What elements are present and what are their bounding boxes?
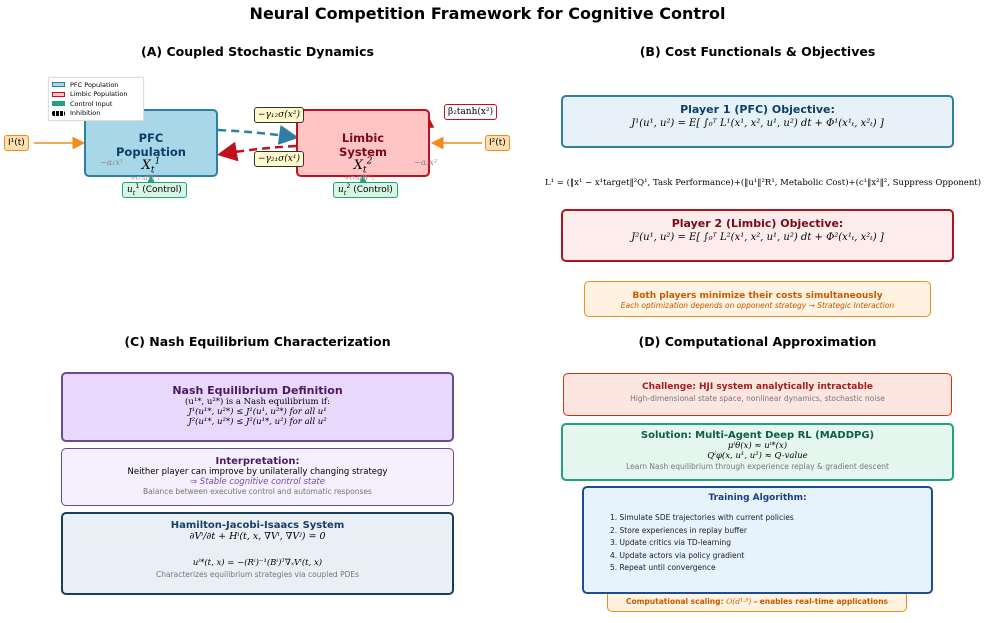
scaling-text: Computational scaling: O(d¹·⁹) - enables… <box>625 597 889 606</box>
player2-objective-box: Player 2 (Limbic) Objective: J²(u¹, u²) … <box>561 209 954 262</box>
loss-function-l1: L¹ = (‖x¹ − x¹target‖²Q¹, Task Performan… <box>545 178 982 188</box>
pfc-decay-label: −α₁x¹ <box>100 158 124 167</box>
panel-c-title: (C) Nash Equilibrium Characterization <box>124 334 391 349</box>
legend-item-pfc: PFC Population <box>52 80 140 90</box>
simultaneous-minimization-box: Both players minimize their costs simult… <box>584 281 931 317</box>
player2-objective-equation: J²(u¹, u²) = E[ ∫₀ᵀ L²(x¹, x², u¹, u²) d… <box>631 232 884 243</box>
legend: PFC Population Limbic Population Control… <box>48 77 144 121</box>
hji-equation-1: ∂Vⁱ/∂t + Hⁱ(t, x, ∇Vⁱ, ∇Vʲ) = 0 <box>189 531 326 542</box>
player2-objective-title: Player 2 (Limbic) Objective: <box>671 217 844 230</box>
input2-label: I²(t) <box>485 135 510 151</box>
training-step: 1. Simulate SDE trajectories with curren… <box>610 513 794 522</box>
solution-caption: Learn Nash equilibrium through experienc… <box>626 462 889 471</box>
interpretation-line-1: Neither player can improve by unilateral… <box>127 467 388 477</box>
panel-b-title: (B) Cost Functionals & Objectives <box>639 44 876 59</box>
coupling-12-label: −γ₁₂σ(x²) <box>254 107 304 123</box>
nash-definition-box: Nash Equilibrium Definition (u¹*, u²*) i… <box>61 372 454 442</box>
simultaneous-title: Both players minimize their costs simult… <box>632 291 883 301</box>
challenge-subtitle: High-dimensional state space, nonlinear … <box>630 394 885 403</box>
training-step: 4. Update actors via policy gradient <box>610 550 745 560</box>
legend-swatch-pfc <box>52 82 65 88</box>
legend-swatch-inhibition <box>52 110 65 116</box>
nash-definition-line-2: J¹(u¹*, u²*) ≤ J¹(u¹, u²*) for all u¹ <box>188 407 327 417</box>
nash-definition-title: Nash Equilibrium Definition <box>172 384 343 397</box>
limbic-title-line1: Limbic <box>341 131 385 145</box>
solution-title: Solution: Multi-Agent Deep RL (MADDPG) <box>640 430 875 441</box>
limbic-title-line2: System <box>339 145 387 159</box>
nash-definition-line-1: (u¹*, u²*) is a Nash equilibrium if: <box>185 397 330 407</box>
training-step: 5. Repeat until convergence <box>610 563 716 572</box>
pfc-to-limbic-arrow <box>217 125 299 145</box>
player1-objective-equation: J¹(u¹, u²) = E[ ∫₀ᵀ L¹(x¹, x², u¹, u²) d… <box>631 118 884 129</box>
limbic-state: Xt2 <box>353 156 373 176</box>
pfc-title-line1: PFC <box>138 131 164 145</box>
legend-swatch-control <box>52 101 65 107</box>
interpretation-line-2: ⇒ Stable cognitive control state <box>189 477 325 487</box>
pfc-title-line2: Population <box>116 145 186 159</box>
pfc-population-node: PFC Population Xt1 <box>84 109 218 177</box>
interpretation-box: Interpretation: Neither player can impro… <box>61 448 454 506</box>
legend-item-limbic: Limbic Population <box>52 90 140 100</box>
solution-line-2: Qⁱφ(x, u¹, u²) ≈ Q-value <box>707 451 808 461</box>
hji-caption: Characterizes equilibrium strategies via… <box>155 570 360 579</box>
pfc-state: Xt1 <box>141 156 161 176</box>
panel-a-title: (A) Coupled Stochastic Dynamics <box>141 44 374 59</box>
interpretation-title: Interpretation: <box>215 456 300 467</box>
training-title: Training Algorithm: <box>708 493 807 503</box>
limbic-noise-label: +σ₂dW²ₜ <box>344 174 374 182</box>
simultaneous-subtitle: Each optimization depends on opponent st… <box>620 301 895 310</box>
limbic-system-node: Limbic System Xt2 <box>296 109 430 177</box>
control1-label: ut1 (Control) <box>122 182 187 198</box>
nash-definition-line-3: J²(u¹*, u²*) ≤ J²(u¹*, u²) for all u² <box>188 417 327 427</box>
coupling-21-label: −γ₂₁σ(x¹) <box>254 151 304 167</box>
training-step: 3. Update critics via TD-learning <box>610 538 731 547</box>
legend-item-control: Control Input <box>52 99 140 109</box>
solution-box: Solution: Multi-Agent Deep RL (MADDPG) μ… <box>561 423 954 481</box>
control2-label: ut2 (Control) <box>333 182 398 198</box>
training-step: 2. Store experiences in replay buffer <box>610 525 748 535</box>
hji-system-box: Hamilton-Jacobi-Isaacs System ∂Vⁱ/∂t + H… <box>61 512 454 595</box>
limbic-decay-label: −α₂x² <box>414 158 438 167</box>
training-algorithm-box: Training Algorithm: 1. Simulate SDE traj… <box>582 486 933 594</box>
challenge-title: Challenge: HJI system analytically intra… <box>641 382 874 392</box>
panel-d-title: (D) Computational Approximation <box>638 334 877 349</box>
figure-title: Neural Competition Framework for Cogniti… <box>249 4 726 23</box>
self-excitation-label: β₂tanh(x²) <box>444 104 498 120</box>
pfc-noise-label: +σ₁dW¹ₜ <box>130 174 160 182</box>
solution-line-1: μⁱθ(x) ≈ uⁱ*(x) <box>727 441 788 451</box>
legend-item-inhibition: Inhibition <box>52 109 140 119</box>
challenge-box: Challenge: HJI system analytically intra… <box>563 373 952 416</box>
hji-title: Hamilton-Jacobi-Isaacs System <box>170 520 345 531</box>
interpretation-line-3: Balance between executive control and au… <box>143 487 372 496</box>
input1-label: I¹(t) <box>4 135 29 151</box>
player1-objective-title: Player 1 (PFC) Objective: <box>680 103 835 116</box>
limbic-to-pfc-arrow <box>217 141 297 162</box>
legend-swatch-limbic <box>52 91 65 97</box>
hji-equation-2: uⁱ*(t, x) = −(Rⁱ)⁻¹(Bⁱ)ᵀ∇ₓVⁱ(t, x) <box>192 558 323 568</box>
player1-objective-box: Player 1 (PFC) Objective: J¹(u¹, u²) = E… <box>561 95 954 148</box>
